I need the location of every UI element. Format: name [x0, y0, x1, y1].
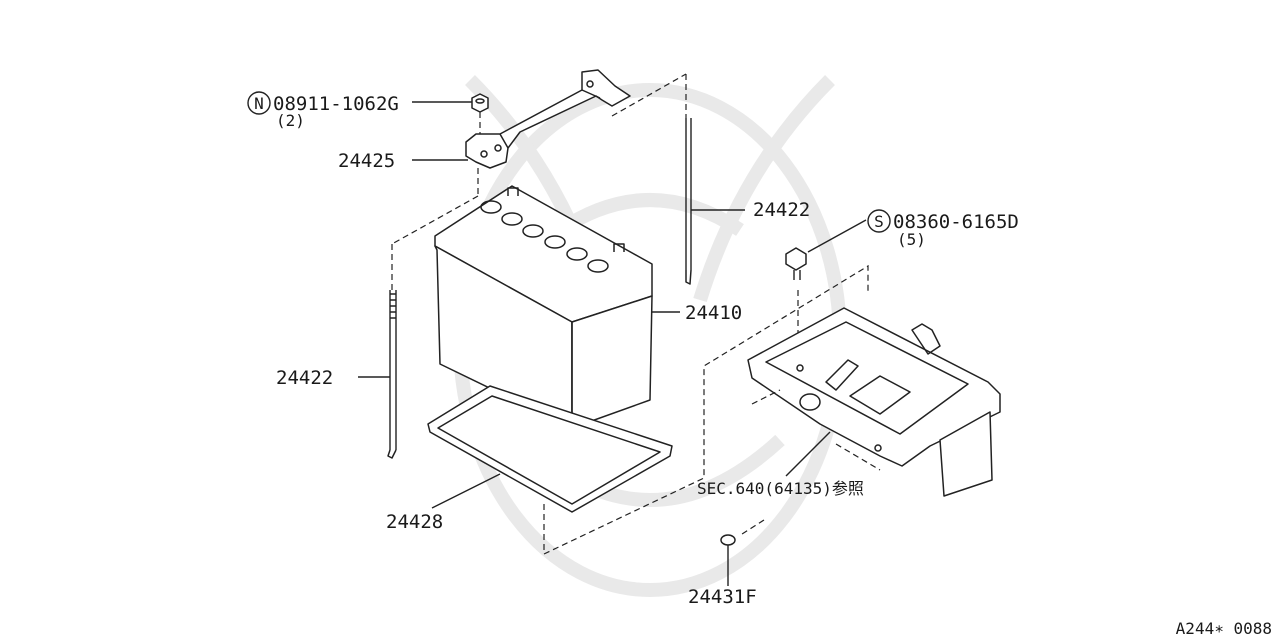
- clip-label[interactable]: 24431F: [688, 586, 757, 608]
- bolt-prefix-symbol: S: [867, 209, 891, 233]
- bolt-quantity: (5): [897, 230, 926, 249]
- rod-left-label[interactable]: 24422: [276, 367, 333, 389]
- diagram-code: A244∗ 0088: [1176, 619, 1272, 638]
- battery-tray-label[interactable]: 24428: [386, 511, 443, 533]
- battery-carrier-part[interactable]: [747, 307, 1001, 497]
- nut-part-number[interactable]: 08911-1062G: [273, 93, 399, 115]
- hold-down-bracket-label[interactable]: 24425: [338, 150, 395, 172]
- clip-part[interactable]: [720, 534, 736, 556]
- rod-left-part[interactable]: [387, 290, 397, 459]
- battery-label[interactable]: 24410: [685, 302, 742, 324]
- rod-right-label[interactable]: 24422: [753, 199, 810, 221]
- bolt-part[interactable]: [785, 247, 807, 280]
- battery-cell-caps: [480, 200, 609, 273]
- svg-text:S: S: [874, 212, 884, 231]
- rod-right-part[interactable]: [685, 118, 692, 285]
- battery-part[interactable]: [434, 185, 653, 429]
- section-reference-link[interactable]: SEC.640(64135)参照: [697, 479, 864, 498]
- hold-down-bracket-part[interactable]: [465, 69, 631, 169]
- battery-tray-part[interactable]: [427, 385, 673, 513]
- nut-quantity: (2): [276, 111, 305, 130]
- bolt-part-number[interactable]: 08360-6165D: [893, 211, 1019, 233]
- nut-prefix-symbol: N: [247, 91, 271, 115]
- leader-lines: [358, 101, 867, 586]
- nut-part[interactable]: [471, 93, 489, 113]
- svg-text:N: N: [254, 94, 264, 113]
